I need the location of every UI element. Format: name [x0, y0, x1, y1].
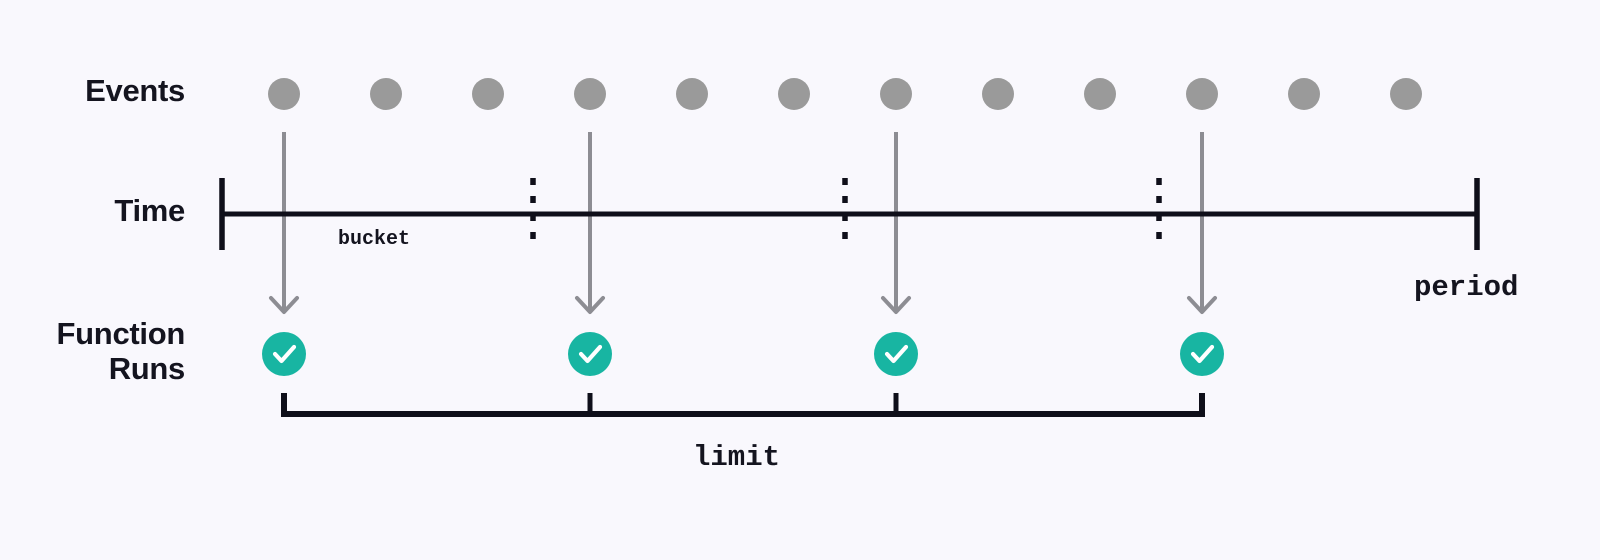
event-dot: [778, 78, 810, 110]
event-dot: [268, 78, 300, 110]
function-run-circle: [568, 332, 612, 376]
function-run-circle: [874, 332, 918, 376]
limit-bracket-path: [281, 393, 1205, 417]
trigger-arrows-group: [269, 132, 1217, 314]
event-dot: [574, 78, 606, 110]
function-run-circle: [262, 332, 306, 376]
event-dot: [370, 78, 402, 110]
row-label-events: Events: [85, 73, 185, 108]
event-dot: [982, 78, 1014, 110]
bucket-annotation-label: bucket: [338, 228, 411, 251]
events-dot-row: [268, 78, 1422, 110]
event-dot: [1390, 78, 1422, 110]
event-dot: [676, 78, 708, 110]
trigger-arrow-head: [881, 296, 911, 314]
period-annotation-label: period: [1414, 271, 1519, 304]
time-axis-group: [219, 178, 1480, 250]
function-run-circle: [1180, 332, 1224, 376]
event-dot: [1084, 78, 1116, 110]
trigger-arrow-head: [575, 296, 605, 314]
event-dot: [1186, 78, 1218, 110]
event-dot: [1288, 78, 1320, 110]
limit-annotation-label: limit: [693, 441, 781, 474]
check-icon: [578, 344, 603, 364]
check-icon: [272, 344, 297, 364]
check-icon: [1190, 344, 1215, 364]
event-dot: [880, 78, 912, 110]
trigger-arrow-head: [269, 296, 299, 314]
event-dot: [472, 78, 504, 110]
row-label-function-runs: Function Runs: [56, 316, 186, 386]
limit-bracket-group: [281, 393, 1205, 417]
row-label-time: Time: [114, 193, 185, 228]
check-icon: [884, 344, 909, 364]
function-runs-row: [262, 332, 1224, 376]
trigger-arrow-head: [1187, 296, 1217, 314]
